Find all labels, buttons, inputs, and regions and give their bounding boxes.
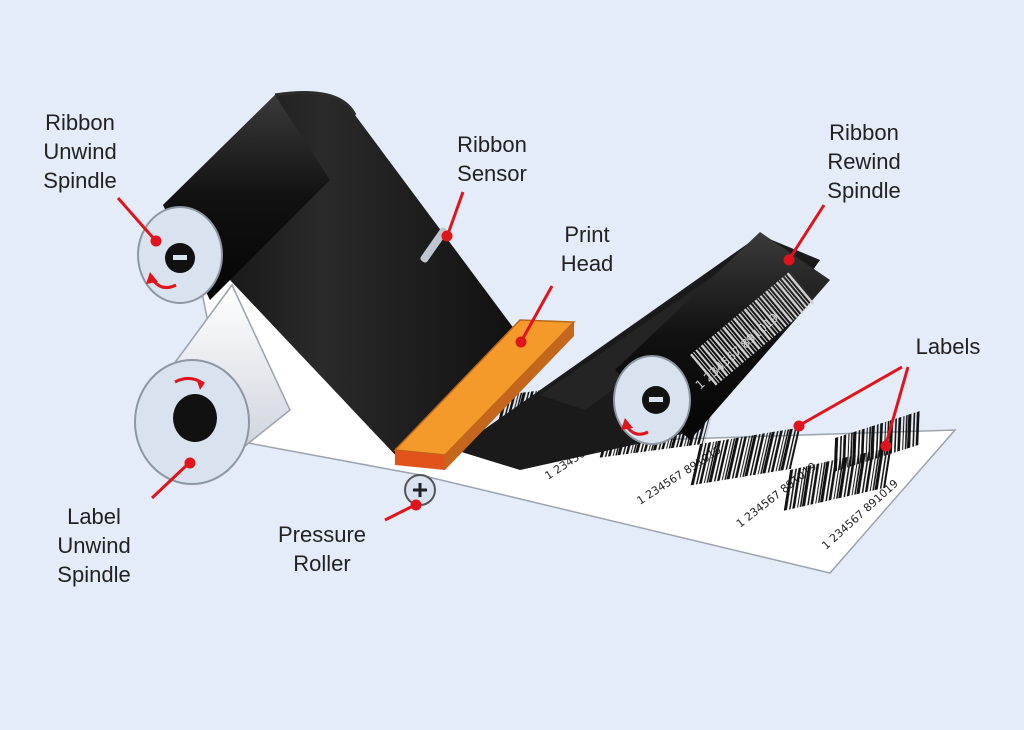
label-line: Ribbon xyxy=(45,110,115,135)
label-line: Spindle xyxy=(57,562,131,587)
label-line: Pressure xyxy=(277,522,367,547)
label-line: Unwind xyxy=(43,139,117,164)
barcode-4 xyxy=(783,447,892,511)
ribbon-sensor-rod xyxy=(420,227,448,263)
ribbon-unwind-roll xyxy=(137,95,330,304)
pressure-roller xyxy=(404,474,436,506)
label-line: Label xyxy=(67,504,121,529)
label-line: Spindle xyxy=(43,168,117,193)
pointers xyxy=(116,191,910,522)
label-line: Head xyxy=(560,251,614,276)
label-line: Print xyxy=(564,222,610,247)
barcode-3 xyxy=(690,427,801,486)
label-line: Rewind xyxy=(827,149,901,174)
label-labels: Labels xyxy=(900,332,996,361)
print-head xyxy=(393,319,576,470)
label-web: 1 234567 891019 1 234567 891019 1 234567… xyxy=(199,269,957,574)
label-line: Unwind xyxy=(57,533,131,558)
barcode-5 xyxy=(833,410,922,472)
label-line: Roller xyxy=(293,551,351,576)
label-line: Spindle xyxy=(827,178,901,203)
label-line: Ribbon xyxy=(457,132,527,157)
label-line: Ribbon xyxy=(829,120,899,145)
label-unwind-roll xyxy=(134,283,291,485)
label-line: Sensor xyxy=(457,161,527,186)
label-line: Labels xyxy=(915,334,981,359)
